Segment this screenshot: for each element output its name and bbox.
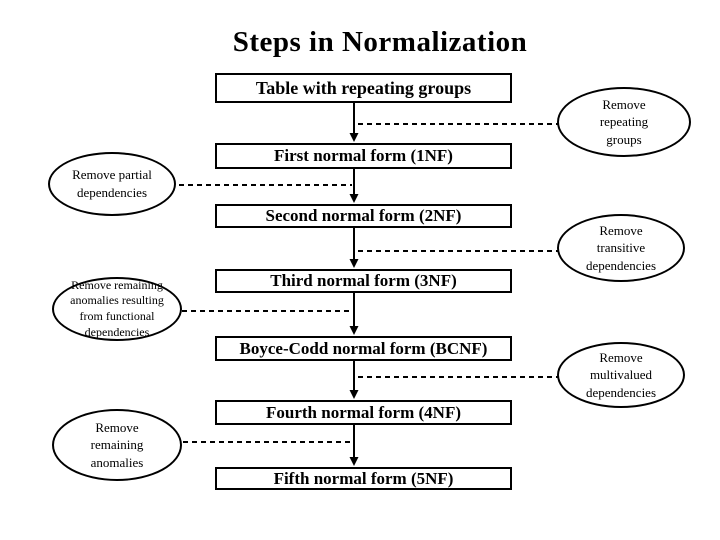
oval-note-label: Remove remaining anomalies — [90, 419, 144, 470]
flow-box-1nf: First normal form (1NF) — [215, 143, 512, 169]
oval-note-remove-repeating-groups: Remove repeating groups — [557, 87, 691, 157]
flow-box-repeating-groups: Table with repeating groups — [215, 73, 512, 103]
oval-note-label: Remove transitive dependencies — [585, 222, 657, 273]
oval-note-remove-remaining-anomalies: Remove remaining anomalies — [52, 409, 182, 481]
oval-note-label: Remove remaining anomalies resulting fro… — [70, 277, 164, 339]
dashed-connector-right — [358, 123, 558, 378]
flow-box-2nf: Second normal form (2NF) — [215, 204, 512, 228]
oval-note-label: Remove repeating groups — [599, 96, 649, 147]
down-arrow — [349, 103, 359, 466]
oval-note-remove-partial-dependencies: Remove partial dependencies — [48, 152, 176, 216]
oval-note-remove-transitive-dependencies: Remove transitive dependencies — [557, 214, 685, 282]
oval-note-label: Remove partial dependencies — [72, 167, 152, 200]
oval-note-label: Remove multivalued dependencies — [585, 349, 657, 400]
flow-box-4nf: Fourth normal form (4NF) — [215, 400, 512, 425]
flow-box-bcnf: Boyce-Codd normal form (BCNF) — [215, 336, 512, 361]
dashed-connector-left — [179, 184, 352, 443]
flow-box-5nf: Fifth normal form (5NF) — [215, 467, 512, 490]
slide-title: Steps in Normalization — [232, 26, 528, 58]
flow-box-3nf: Third normal form (3NF) — [215, 269, 512, 293]
oval-note-remove-multivalued-dependencies: Remove multivalued dependencies — [557, 342, 685, 408]
oval-note-remove-remaining-anomalies-functional: Remove remaining anomalies resulting fro… — [52, 277, 182, 341]
